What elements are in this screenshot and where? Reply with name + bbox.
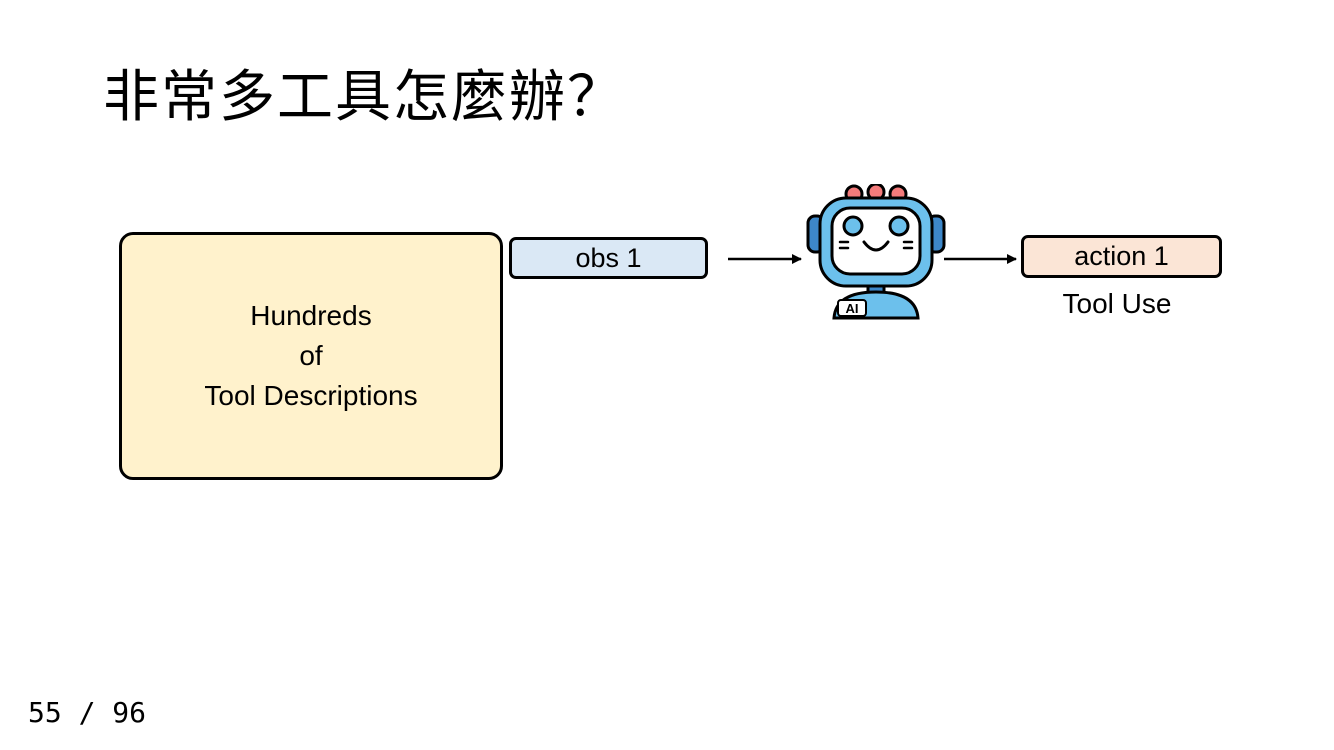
tool-descriptions-box: Hundreds of Tool Descriptions xyxy=(119,232,503,480)
page-separator: / xyxy=(78,696,96,729)
robot-badge-text: AI xyxy=(846,301,859,316)
obs-box: obs 1 xyxy=(509,237,708,279)
action-box: action 1 xyxy=(1021,235,1222,278)
page-number: 55 / 96 xyxy=(28,696,146,729)
tool-use-label: Tool Use xyxy=(1062,288,1172,319)
action-label: action 1 xyxy=(1074,241,1169,271)
tool-descriptions-line-3: Tool Descriptions xyxy=(204,380,418,411)
tool-descriptions-line-1: Hundreds xyxy=(250,300,372,331)
obs-label: obs 1 xyxy=(575,242,642,273)
robot-icon: AI xyxy=(806,184,946,320)
page-total: 96 xyxy=(112,696,147,729)
tool-descriptions-line-2: of xyxy=(299,340,323,371)
slide-title: 非常多工具怎麼辦？ xyxy=(103,65,625,130)
page-current: 55 xyxy=(28,696,62,729)
